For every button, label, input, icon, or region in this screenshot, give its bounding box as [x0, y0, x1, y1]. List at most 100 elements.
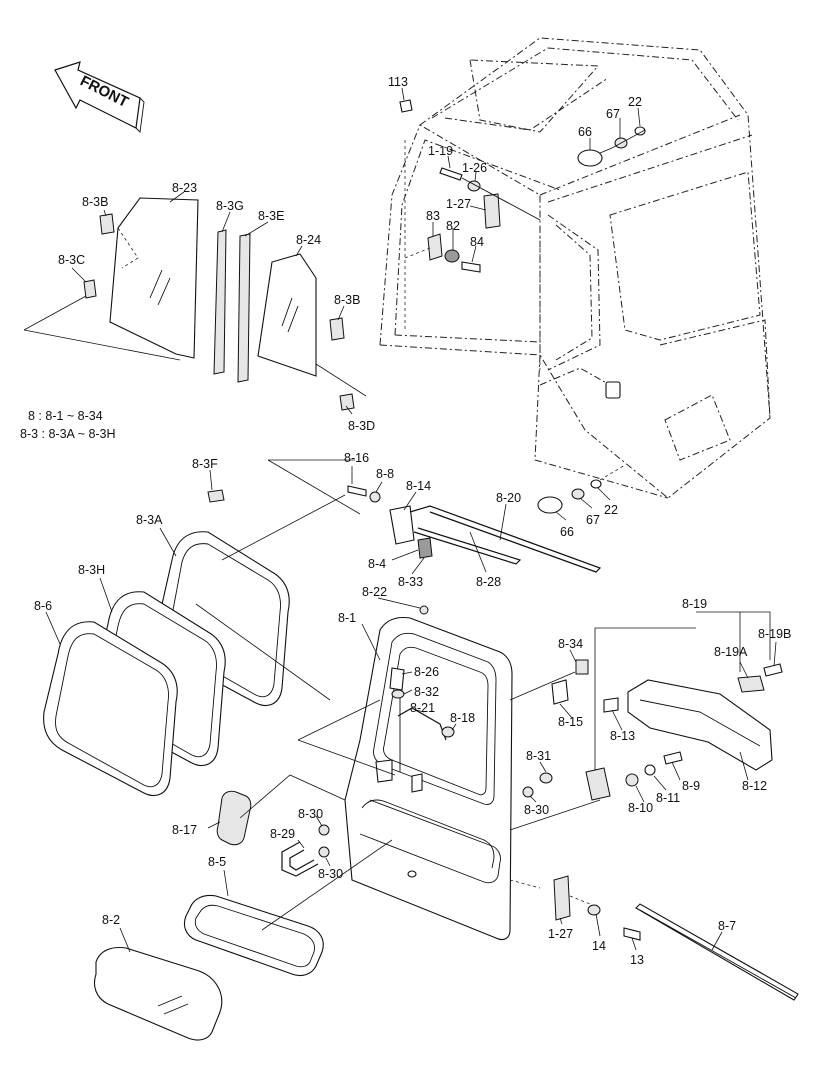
part-8-16-bolt	[347, 485, 367, 497]
sliding-window-frames	[43, 489, 346, 796]
part-8-19A-plate	[737, 675, 765, 693]
part-8-22-grommet	[419, 605, 429, 615]
label-8-29: 8-29	[270, 827, 295, 841]
part-8-12-handle-bracket	[627, 679, 773, 771]
door-latch-rods	[267, 459, 626, 573]
part-8-31-nut	[539, 772, 553, 784]
label-67-lower: 67	[586, 513, 600, 527]
part-number-labels: 113 22 67 66 1-19 1-26 1-27 83 82 84 8-3…	[34, 75, 791, 967]
part-8-19-lock	[585, 767, 611, 801]
part-8-23-glass	[109, 197, 199, 359]
label-8-31: 8-31	[526, 749, 551, 763]
part-8-24-glass	[257, 253, 317, 377]
part-8-14-latch	[389, 505, 415, 545]
part-1-26-washer	[467, 180, 481, 192]
lower-hinge-and-strip	[553, 875, 799, 1001]
label-66-top: 66	[578, 125, 592, 139]
label-8-14: 8-14	[406, 479, 431, 493]
label-8-21: 8-21	[410, 701, 435, 715]
side-window-assembly	[23, 197, 367, 411]
label-8-26: 8-26	[414, 665, 439, 679]
label-8-2: 8-2	[102, 913, 120, 927]
label-8-32: 8-32	[414, 685, 439, 699]
label-8-15: 8-15	[558, 715, 583, 729]
label-8-17: 8-17	[172, 823, 197, 837]
label-8-30-upper: 8-30	[298, 807, 323, 821]
label-66-lower: 66	[560, 525, 574, 539]
label-8-6: 8-6	[34, 599, 52, 613]
label-13: 13	[630, 953, 644, 967]
label-8-4: 8-4	[368, 557, 386, 571]
label-1-27-lower: 1-27	[548, 927, 573, 941]
label-14: 14	[592, 939, 606, 953]
door-panel	[344, 616, 513, 941]
label-8-13: 8-13	[610, 729, 635, 743]
part-8-26-bolt	[389, 667, 405, 691]
part-8-19B-screw	[763, 663, 783, 677]
part-8-30-washer-b	[318, 824, 330, 836]
part-8-3F-stopper	[207, 489, 225, 503]
part-8-15-cam	[551, 679, 569, 705]
part-14-washer	[587, 904, 601, 916]
cab-frame	[379, 37, 771, 499]
front-arrow-label: FRONT	[77, 72, 131, 111]
part-8-11-washer	[644, 764, 656, 776]
part-67-washer-lower	[571, 488, 585, 500]
door-lock-tab	[411, 773, 423, 793]
front-direction-arrow: FRONT	[54, 61, 145, 133]
part-66-cushion-lower	[537, 496, 563, 514]
part-8-3B-clip-upper	[99, 213, 115, 235]
label-8-12: 8-12	[742, 779, 767, 793]
label-113: 113	[388, 75, 408, 89]
label-83: 83	[426, 209, 440, 223]
part-82-bushing	[444, 249, 460, 263]
part-8-2-glass	[93, 946, 223, 1041]
label-8-16: 8-16	[344, 451, 369, 465]
part-1-27-hinge-lower	[553, 875, 571, 921]
door-small-parts	[297, 605, 455, 776]
label-22-top: 22	[628, 95, 642, 109]
label-8-1: 8-1	[338, 611, 356, 625]
label-8-24: 8-24	[296, 233, 321, 247]
label-1-26: 1-26	[462, 161, 487, 175]
label-8-34: 8-34	[558, 637, 583, 651]
part-8-10-washer	[625, 773, 639, 787]
part-8-6-frame	[43, 621, 178, 796]
label-1-27-upper: 1-27	[446, 197, 471, 211]
cab-latch	[605, 381, 621, 399]
part-8-3D-clip	[339, 393, 355, 411]
label-8-3A: 8-3A	[136, 513, 163, 527]
label-8-19B: 8-19B	[758, 627, 791, 641]
label-1-19: 1-19	[428, 144, 453, 158]
lower-door-parts	[93, 774, 393, 1041]
part-8-13-screw	[603, 697, 619, 713]
part-8-33-striker	[417, 537, 433, 559]
part-22-nut-top	[634, 126, 646, 136]
part-8-18-nut	[441, 726, 455, 738]
label-8-19A: 8-19A	[714, 645, 748, 659]
part-1-27-hinge-upper	[483, 193, 501, 229]
part-1-19-bolt	[439, 167, 463, 181]
label-84: 84	[470, 235, 484, 249]
label-8-18: 8-18	[450, 711, 475, 725]
leader-lines	[45, 87, 777, 953]
part-113-plug	[399, 99, 413, 113]
label-8-20: 8-20	[496, 491, 521, 505]
part-8-29-handle	[281, 841, 319, 877]
label-8-28: 8-28	[476, 575, 501, 589]
label-8-5: 8-5	[208, 855, 226, 869]
part-8-5-seal	[183, 894, 324, 977]
legend-line-1: 8 : 8-1 ~ 8-34	[28, 409, 103, 423]
label-8-3D: 8-3D	[348, 419, 375, 433]
part-8-30-washer-c	[318, 846, 330, 858]
label-8-3G: 8-3G	[216, 199, 244, 213]
label-8-3B-right: 8-3B	[334, 293, 360, 307]
part-8-17-cover	[216, 790, 252, 846]
label-82: 82	[446, 219, 460, 233]
part-8-30-washer-a	[522, 786, 534, 798]
part-8-3E-seal	[237, 233, 251, 383]
part-8-3C-clip	[83, 279, 97, 299]
label-8-3B-upper: 8-3B	[82, 195, 108, 209]
part-84-pin	[461, 261, 481, 273]
